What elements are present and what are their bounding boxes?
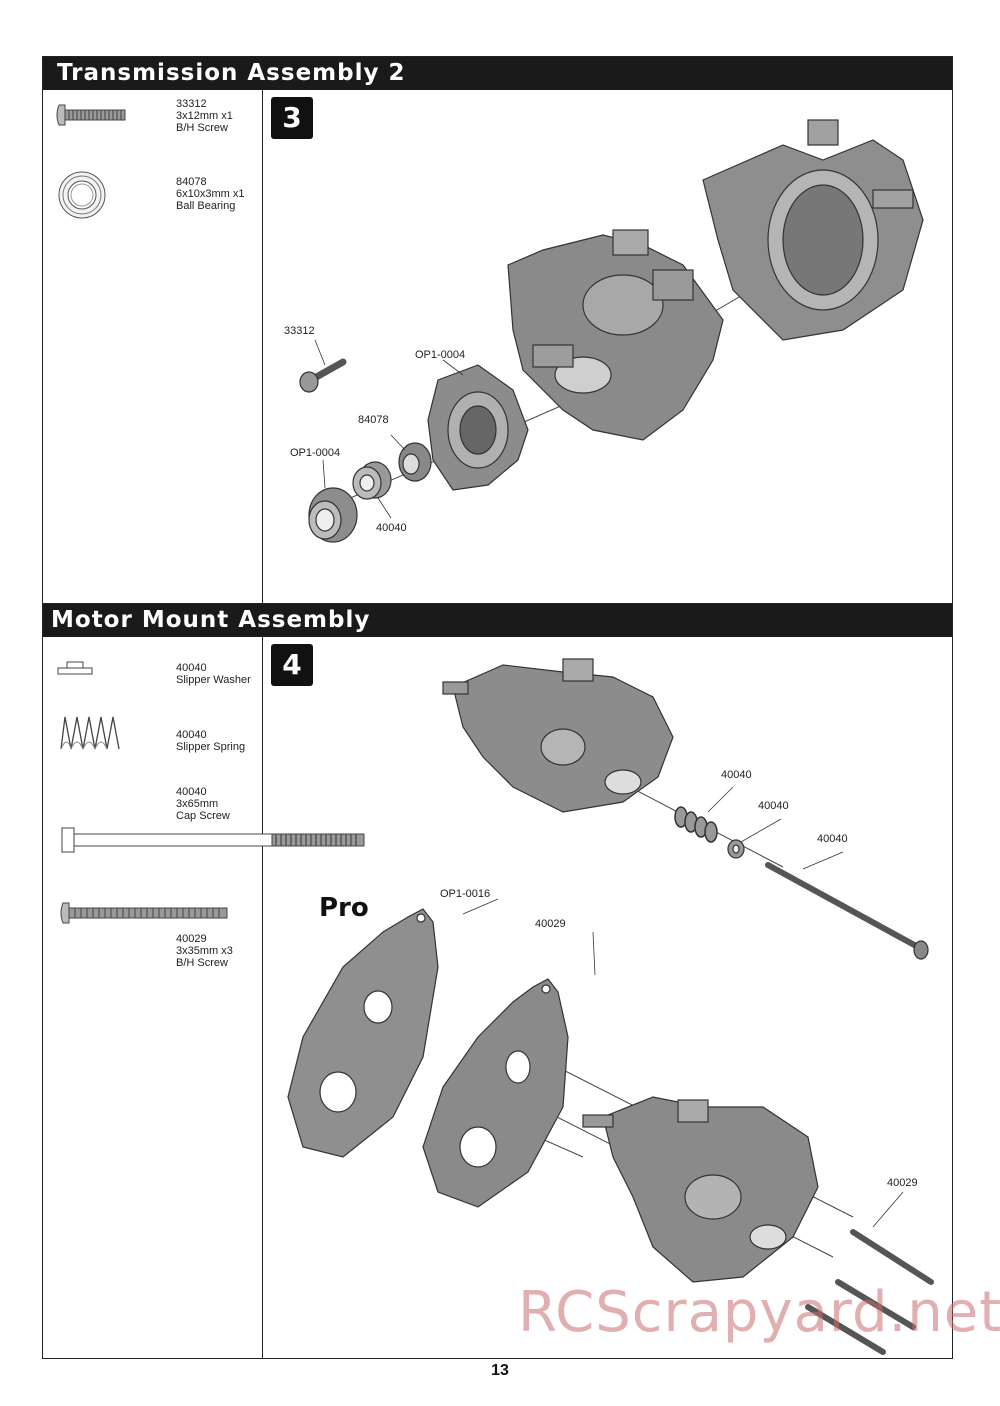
callout-40029-plate: 40029 <box>535 918 566 930</box>
cap-screw-icon <box>61 827 365 853</box>
step-number: 3 <box>271 97 313 139</box>
bh-screws-40029 <box>805 1229 934 1355</box>
pro-label: Pro <box>319 893 369 923</box>
part-slipper-washer: 40040 Slipper Washer <box>176 662 251 686</box>
transmission-drawing <box>299 119 924 543</box>
part-slipper-spring: 40040 Slipper Spring <box>176 729 246 753</box>
callout-40040: 40040 <box>376 522 407 534</box>
section-title: Motor Mount Assembly <box>43 604 952 637</box>
motor-mount-drawing <box>287 658 934 1355</box>
bearing-icon <box>58 171 106 219</box>
pro-motor-plate <box>287 908 439 1158</box>
screw-part-33312 <box>299 358 347 393</box>
callout-40040-spring: 40040 <box>721 769 752 781</box>
slipper-spring-part <box>674 806 718 843</box>
spacer-part <box>352 461 392 500</box>
section-title: Transmission Assembly 2 <box>43 57 952 90</box>
washer-icon <box>57 661 93 675</box>
part-bh-screw-40029: 40029 3x35mm x3 B/H Screw <box>176 933 233 969</box>
parts-list: 33312 3x12mm x1 B/H Screw 84078 6x10x3mm… <box>43 90 263 603</box>
motor-mount-exploded-diagram: 40040 40040 40040 OP1-0016 40029 40029 P… <box>263 637 952 1358</box>
slipper-washer-part <box>727 839 745 859</box>
callout-33312: 33312 <box>284 325 315 337</box>
step-number: 4 <box>271 644 313 686</box>
callout-op1-0004-bushing: OP1-0004 <box>290 447 341 459</box>
transmission-exploded-diagram: 33312 OP1-0004 84078 OP1-0004 40040 <box>263 90 952 603</box>
part-84078: 84078 6x10x3mm x1 Ball Bearing <box>176 176 245 212</box>
callout-op1-0004-holder: OP1-0004 <box>415 349 466 361</box>
callout-40029-screws: 40029 <box>887 1177 918 1189</box>
gearbox-bottom <box>582 1096 819 1283</box>
bearing-part <box>398 442 432 482</box>
gearbox-top <box>442 658 674 813</box>
spring-icon <box>60 716 120 750</box>
callout-op1-0016: OP1-0016 <box>440 888 491 900</box>
part-33312: 33312 3x12mm x1 B/H Screw <box>176 98 233 134</box>
bh-screw-icon <box>60 902 228 924</box>
callout-84078: 84078 <box>358 414 389 426</box>
transmission-assembly-section: Transmission Assembly 2 33312 3x12mm x1 … <box>42 56 953 604</box>
bushing-part <box>308 487 358 543</box>
part-cap-screw: 40040 3x65mm Cap Screw <box>176 786 230 822</box>
motor-plate-40029 <box>422 978 569 1208</box>
callout-40040-washer: 40040 <box>758 800 789 812</box>
bearing-holder <box>427 364 529 491</box>
screw-icon <box>56 104 126 126</box>
parts-list: 40040 Slipper Washer 40040 Slipper Sprin… <box>43 637 365 1358</box>
watermark: RCScrapyard.net <box>518 1280 1000 1345</box>
motor-mount-assembly-section: Motor Mount Assembly 40040 Slipper Washe… <box>42 603 953 1359</box>
callout-40040-screw: 40040 <box>817 833 848 845</box>
page-number: 13 <box>491 1362 509 1379</box>
gearbox-case-right <box>702 119 924 341</box>
cap-screw-part <box>765 862 929 960</box>
gearbox-center <box>507 229 724 441</box>
